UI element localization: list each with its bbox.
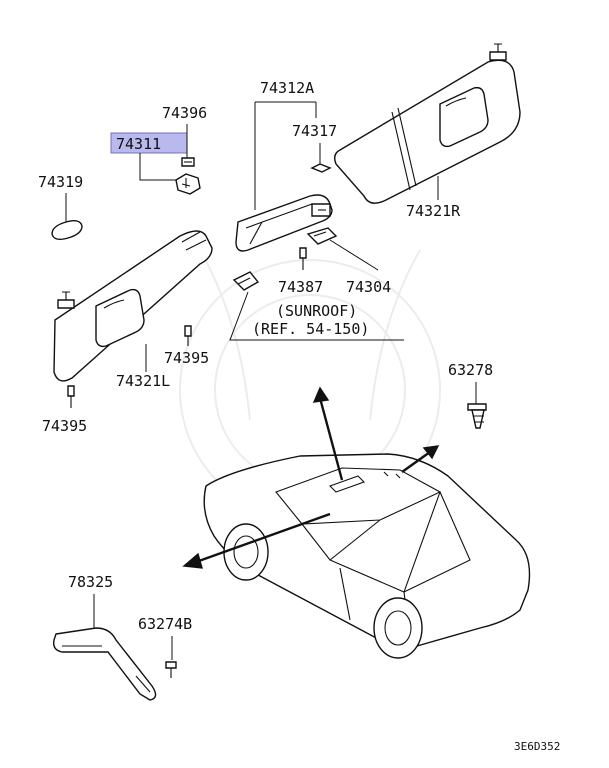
label-74387[interactable]: 74387 bbox=[278, 278, 323, 296]
cover-74317 bbox=[310, 163, 332, 173]
bracket-74304 bbox=[306, 227, 338, 245]
screw-74395-b bbox=[67, 385, 75, 408]
label-74395-b[interactable]: 74395 bbox=[42, 417, 87, 435]
label-sunroof[interactable]: (SUNROOF) bbox=[276, 302, 357, 320]
label-74311[interactable]: 74311 bbox=[116, 135, 161, 153]
label-74317[interactable]: 74317 bbox=[292, 122, 337, 140]
label-74321R[interactable]: 74321R bbox=[406, 202, 461, 220]
arrow-head-clip bbox=[422, 445, 440, 460]
label-63278[interactable]: 63278 bbox=[448, 361, 493, 379]
clip-74396 bbox=[181, 157, 195, 167]
arrow-to-mirror bbox=[318, 397, 344, 481]
label-63274B[interactable]: 63274B bbox=[138, 615, 192, 633]
rear-view-mirror bbox=[235, 194, 333, 252]
label-74395-a[interactable]: 74395 bbox=[164, 349, 209, 367]
label-74396[interactable]: 74396 bbox=[162, 104, 207, 122]
label-74319[interactable]: 74319 bbox=[38, 173, 83, 191]
sun-visor-right bbox=[333, 43, 521, 204]
arrow-head-mirror bbox=[312, 386, 330, 403]
label-74304[interactable]: 74304 bbox=[346, 278, 391, 296]
leader-74312A bbox=[254, 101, 317, 210]
screw-74387 bbox=[299, 247, 307, 270]
leader-74311 bbox=[139, 153, 178, 181]
cap-74319 bbox=[51, 219, 83, 241]
clip-63278 bbox=[467, 403, 487, 429]
holder-74311 bbox=[175, 173, 201, 195]
label-ref[interactable]: (REF. 54-150) bbox=[252, 320, 369, 338]
arrow-to-grip bbox=[195, 512, 331, 564]
sun-visor-left bbox=[53, 230, 213, 382]
label-74312A[interactable]: 74312A bbox=[260, 79, 314, 97]
screw-74395-a bbox=[184, 325, 192, 346]
arrow-to-clip bbox=[401, 451, 431, 473]
label-78325[interactable]: 78325 bbox=[68, 573, 113, 591]
car-body bbox=[203, 453, 531, 659]
label-74321L[interactable]: 74321L bbox=[116, 372, 170, 390]
leader-sunroof bbox=[229, 291, 404, 341]
screw-63274B bbox=[165, 661, 177, 678]
arrow-head-grip bbox=[182, 552, 203, 569]
diagram-code: 3E6D352 bbox=[514, 740, 560, 753]
sunroof-bracket bbox=[232, 271, 260, 291]
assist-grip-78325 bbox=[52, 627, 157, 701]
leader-74304 bbox=[329, 239, 379, 271]
